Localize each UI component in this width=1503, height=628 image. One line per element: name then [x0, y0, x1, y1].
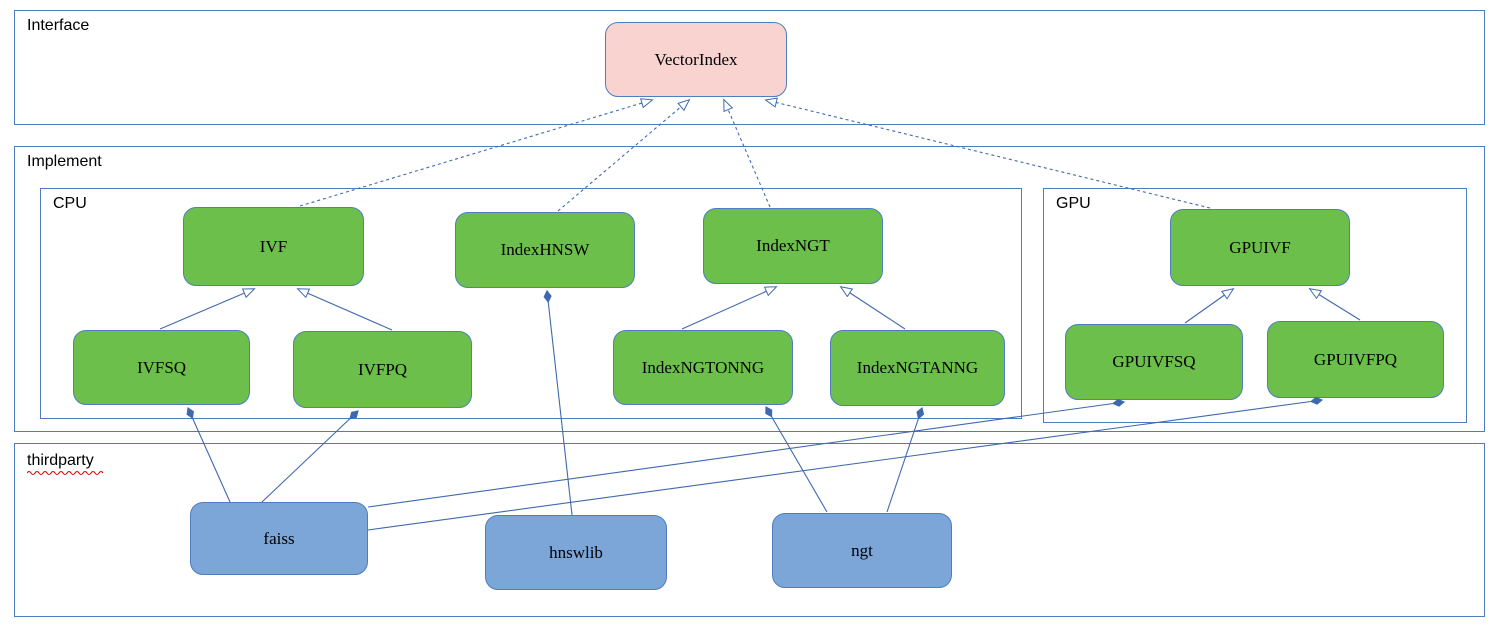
node-indexngtanng[interactable]: IndexNGTANNG: [830, 330, 1005, 406]
node-hnswlib[interactable]: hnswlib: [485, 515, 667, 590]
node-vectorindex-label: VectorIndex: [654, 49, 738, 69]
node-gpuivfpq-label: GPUIVFPQ: [1313, 349, 1398, 369]
container-cpu-label: CPU: [53, 195, 87, 212]
node-ngt-label: ngt: [851, 540, 873, 560]
node-indexngtonng-label: IndexNGTONNG: [641, 357, 765, 377]
node-hnswlib-label: hnswlib: [549, 542, 603, 562]
container-interface-label: Interface: [27, 17, 90, 34]
node-faiss-label: faiss: [263, 528, 295, 548]
node-indexngt[interactable]: IndexNGT: [703, 208, 883, 284]
node-gpuivf-label: GPUIVF: [1229, 237, 1291, 257]
node-ivfsq[interactable]: IVFSQ: [73, 330, 250, 405]
node-indexhnsw-label: IndexHNSW: [500, 240, 590, 259]
node-indexngtanng-label: IndexNGTANNG: [856, 358, 979, 377]
container-implement-label: Implement: [27, 153, 102, 170]
node-gpuivf[interactable]: GPUIVF: [1170, 209, 1350, 286]
container-thirdparty-label-text: thirdparty: [27, 452, 94, 469]
container-thirdparty-label: thirdparty: [27, 452, 105, 476]
node-indexngt-label: IndexNGT: [756, 236, 830, 255]
node-ivf-label: IVF: [259, 236, 288, 256]
node-vectorindex[interactable]: VectorIndex: [605, 22, 787, 97]
container-gpu-label: GPU: [1056, 195, 1091, 212]
node-gpuivfpq[interactable]: GPUIVFPQ: [1267, 321, 1444, 398]
node-indexngtonng[interactable]: IndexNGTONNG: [613, 330, 793, 405]
spellcheck-squiggle: [27, 470, 104, 476]
node-faiss[interactable]: faiss: [190, 502, 368, 575]
node-ivf[interactable]: IVF: [183, 207, 364, 286]
node-gpuivfsq[interactable]: GPUIVFSQ: [1065, 324, 1243, 400]
node-gpuivfsq-label: GPUIVFSQ: [1112, 352, 1196, 371]
node-ivfpq-label: IVFPQ: [357, 359, 408, 379]
node-ngt[interactable]: ngt: [772, 513, 952, 588]
node-indexhnsw[interactable]: IndexHNSW: [455, 212, 635, 288]
node-ivfsq-label: IVFSQ: [136, 357, 187, 377]
node-ivfpq[interactable]: IVFPQ: [293, 331, 472, 408]
